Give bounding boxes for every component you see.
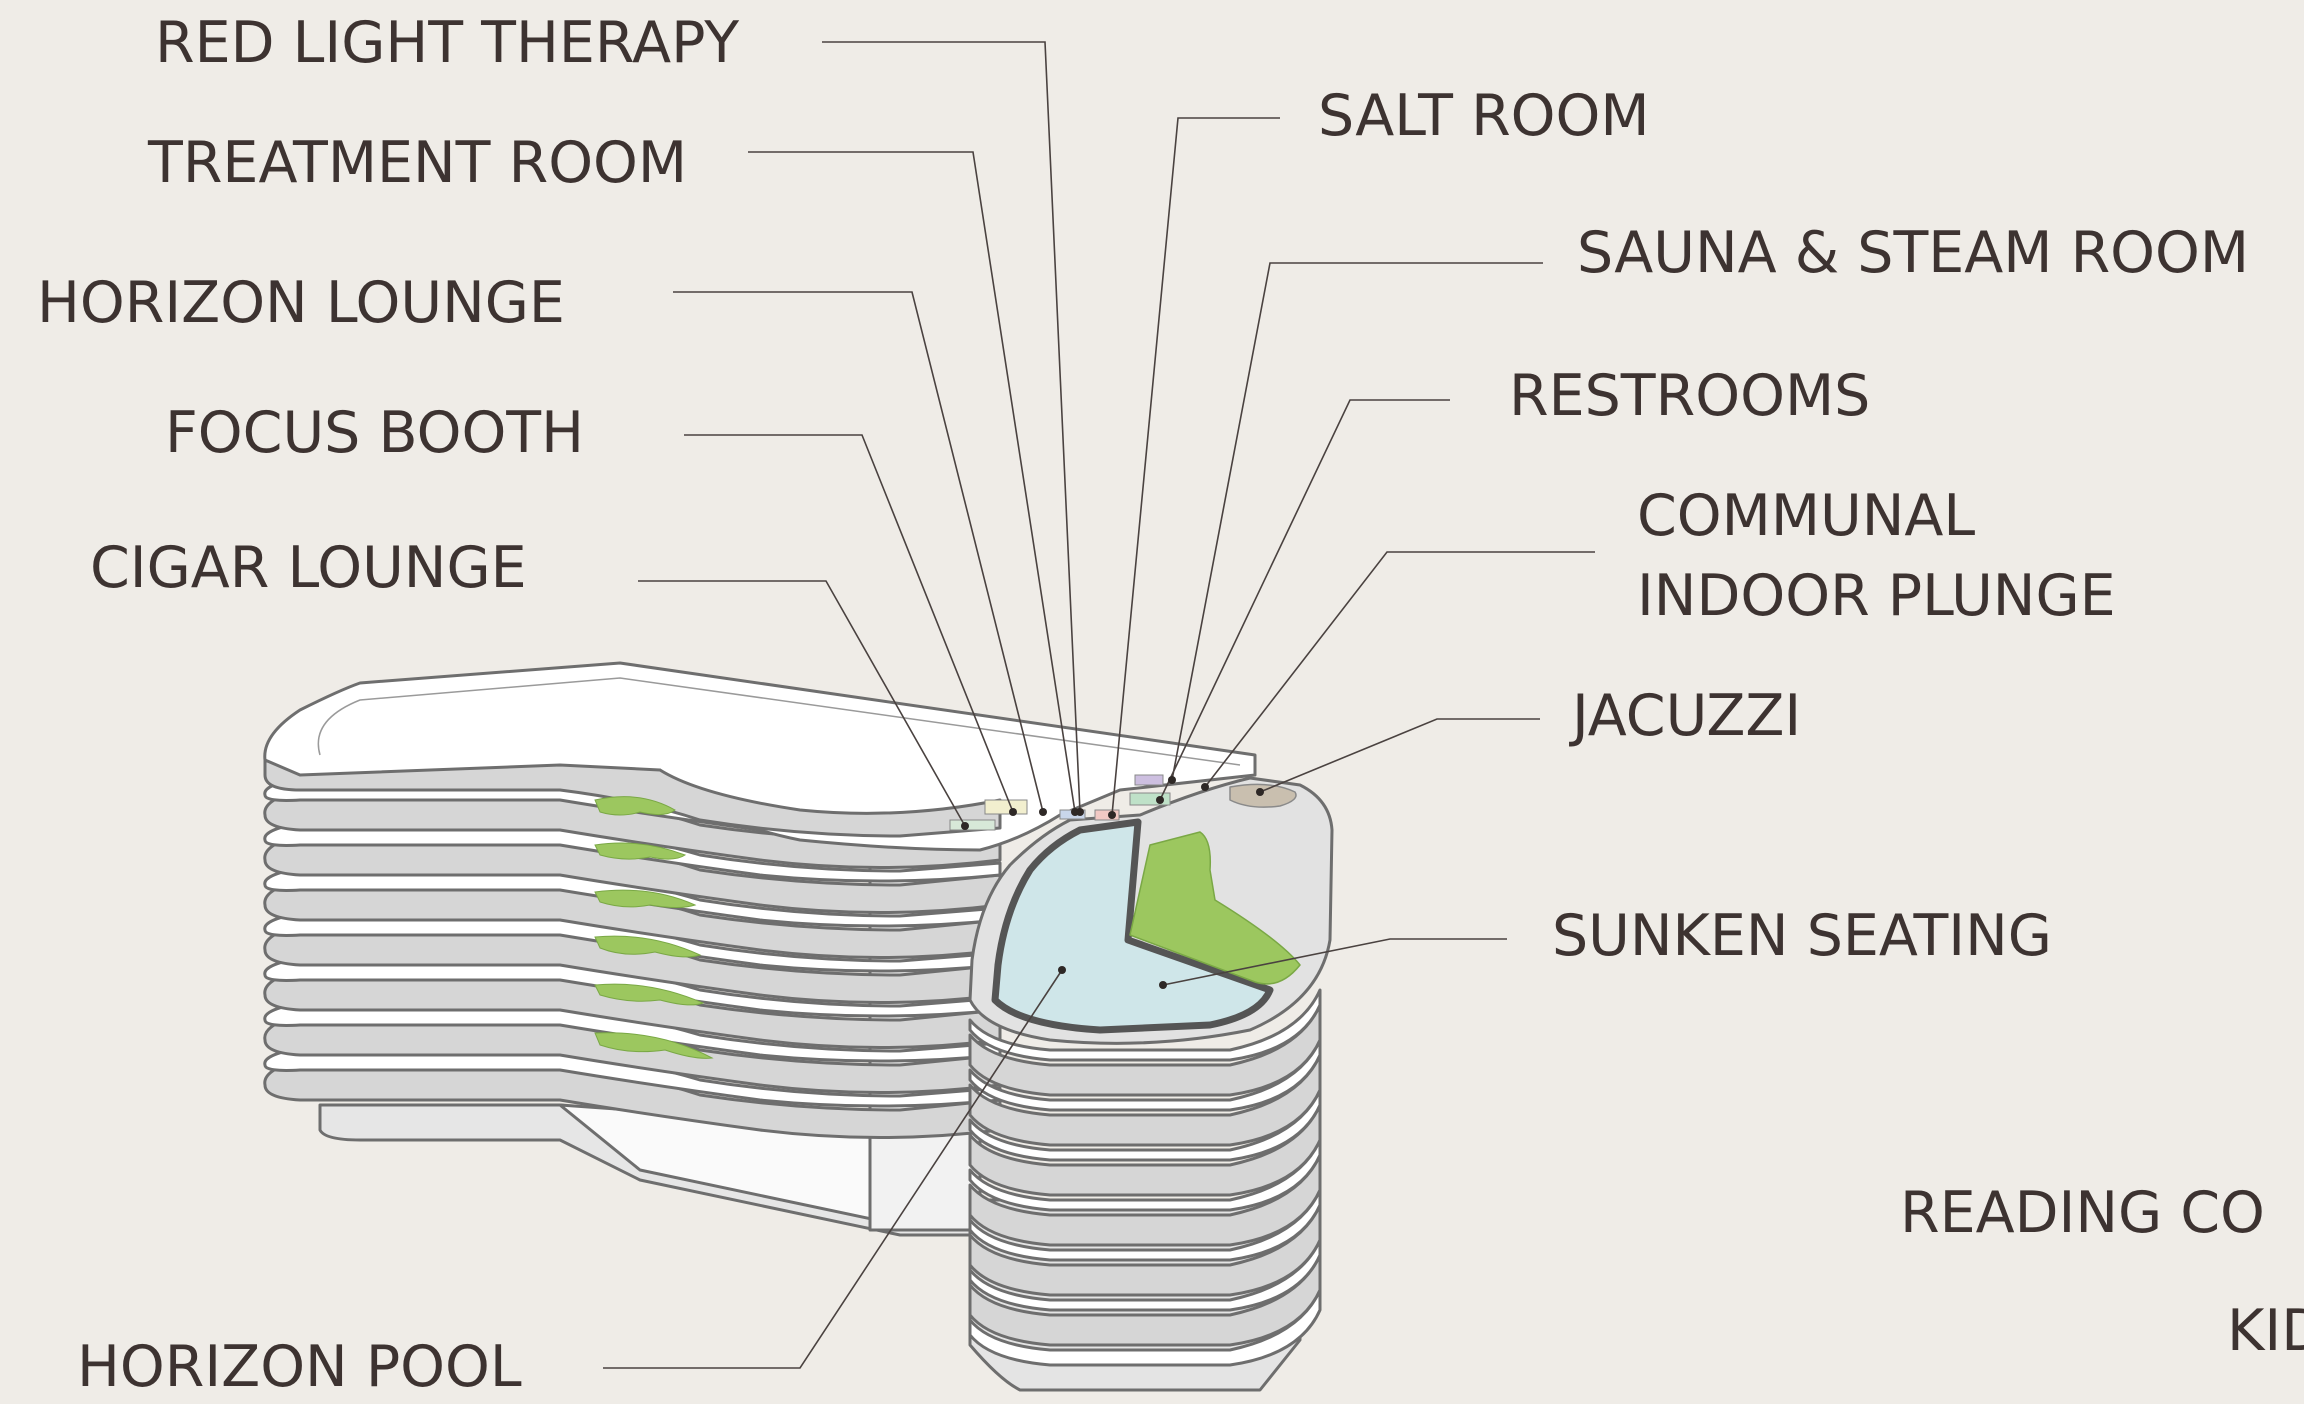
- right-tower: [970, 778, 1332, 1390]
- leader-jacuzzi: [1260, 719, 1540, 792]
- leader-communal-indoor-plunge: [1205, 552, 1595, 787]
- label-indoor-plunge: INDOOR PLUNGE: [1637, 563, 2116, 629]
- leader-dot: [1108, 811, 1116, 819]
- leader-salt-room: [1112, 118, 1280, 815]
- label-communal: COMMUNAL: [1637, 483, 1975, 549]
- leader-dot: [1201, 783, 1209, 791]
- leader-sauna-steam-room: [1172, 263, 1543, 780]
- leader-dot: [1039, 808, 1047, 816]
- jacuzzi-shape: [1230, 784, 1296, 807]
- label-jacuzzi: JACUZZI: [1569, 683, 1801, 749]
- label-sauna-steam-room: SAUNA & STEAM ROOM: [1577, 220, 2249, 286]
- label-horizon-lounge: HORIZON LOUNGE: [37, 270, 565, 336]
- room-tile: [950, 820, 995, 830]
- leader-dot: [1009, 808, 1017, 816]
- leader-dot: [1058, 966, 1066, 974]
- room-tile: [985, 800, 1027, 814]
- label-kids-partial: KID: [2227, 1298, 2304, 1364]
- leader-dot: [1159, 981, 1167, 989]
- leader-dot: [1256, 788, 1264, 796]
- label-focus-booth: FOCUS BOOTH: [165, 400, 584, 466]
- label-red-light-therapy: RED LIGHT THERAPY: [155, 10, 739, 76]
- label-sunken-seating: SUNKEN SEATING: [1552, 903, 2052, 969]
- leader-dot: [1071, 808, 1079, 816]
- label-restrooms: RESTROOMS: [1509, 363, 1870, 429]
- room-tile: [1130, 793, 1170, 805]
- room-tile: [1135, 775, 1163, 785]
- label-horizon-pool: HORIZON POOL: [77, 1334, 522, 1400]
- label-salt-room: SALT ROOM: [1318, 83, 1650, 149]
- label-reading-partial: READING CO: [1900, 1180, 2265, 1246]
- label-treatment-room: TREATMENT ROOM: [147, 130, 687, 196]
- leader-dot: [1168, 776, 1176, 784]
- leader-dot: [961, 822, 969, 830]
- leader-dot: [1156, 796, 1164, 804]
- leader-restrooms: [1160, 400, 1450, 800]
- label-cigar-lounge: CIGAR LOUNGE: [90, 535, 527, 601]
